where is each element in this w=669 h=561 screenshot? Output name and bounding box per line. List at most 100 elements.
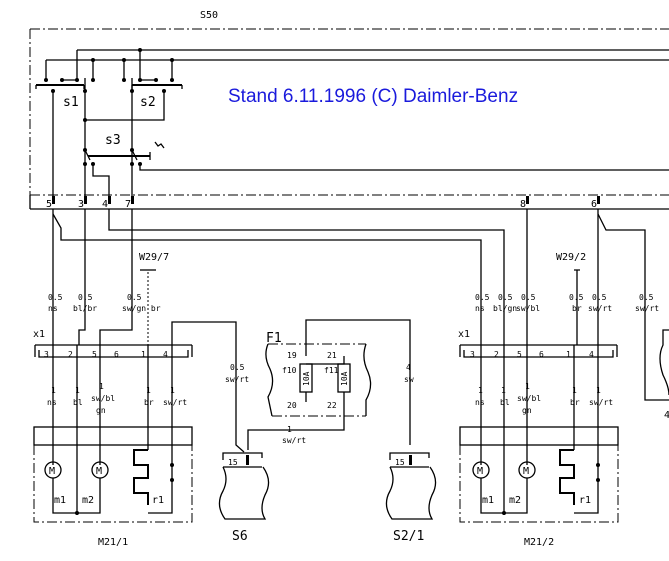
svg-text:1: 1 xyxy=(525,382,530,391)
svg-text:x1: x1 xyxy=(33,329,45,340)
switch-network xyxy=(35,48,669,200)
m21-1-label: M21/1 xyxy=(98,537,128,548)
svg-text:20: 20 xyxy=(287,401,297,410)
svg-text:4: 4 xyxy=(589,350,594,359)
motor-m2-symbol: M xyxy=(96,466,102,477)
svg-text:1: 1 xyxy=(478,386,483,395)
connector-x1-left: x1 3 2 5 6 1 4 xyxy=(33,329,193,359)
svg-text:1: 1 xyxy=(572,386,577,395)
m21-2-label: M21/2 xyxy=(524,537,554,548)
svg-text:1: 1 xyxy=(170,386,175,395)
svg-text:ns: ns xyxy=(475,398,485,407)
svg-text:sw/rt: sw/rt xyxy=(163,398,187,407)
svg-text:sw/rt: sw/rt xyxy=(589,398,613,407)
svg-text:6: 6 xyxy=(114,350,119,359)
left-wire-labels: 0.5 ns 0.5 bl/br 0.5 sw/gn br xyxy=(48,293,161,313)
svg-text:4: 4 xyxy=(406,363,411,372)
svg-text:S6: S6 xyxy=(232,529,248,544)
motor-wire-labels-right: 1 ns 1 bl 1 sw/bl gn 1 br 1 sw/rt xyxy=(475,382,613,415)
svg-text:br: br xyxy=(144,398,154,407)
svg-text:15: 15 xyxy=(395,458,405,467)
svg-text:2: 2 xyxy=(68,350,73,359)
svg-text:bl: bl xyxy=(500,398,510,407)
svg-text:21: 21 xyxy=(327,351,337,360)
svg-text:15: 15 xyxy=(228,458,238,467)
svg-text:m2: m2 xyxy=(509,495,521,506)
svg-text:10A: 10A xyxy=(302,371,311,386)
svg-text:gn: gn xyxy=(522,406,532,415)
switch-s2-1: 15 S2/1 xyxy=(385,452,437,544)
copyright-stamp: Stand 6.11.1996 (C) Daimler-Benz xyxy=(228,86,518,107)
svg-text:ns: ns xyxy=(47,398,57,407)
svg-text:sw/bl: sw/bl xyxy=(517,394,541,403)
svg-text:0.5: 0.5 xyxy=(592,293,607,302)
svg-text:ns: ns xyxy=(475,304,485,313)
svg-text:sw/rt: sw/rt xyxy=(282,436,306,445)
svg-text:f11: f11 xyxy=(324,366,339,375)
svg-text:1: 1 xyxy=(99,382,104,391)
w29-2-label: W29/2 xyxy=(556,252,586,263)
svg-text:4: 4 xyxy=(102,199,108,210)
svg-text:ns: ns xyxy=(48,304,58,313)
svg-text:sw/rt: sw/rt xyxy=(588,304,612,313)
svg-text:1: 1 xyxy=(501,386,506,395)
svg-text:m1: m1 xyxy=(54,495,66,506)
svg-text:6: 6 xyxy=(591,199,597,210)
svg-text:F1: F1 xyxy=(266,331,282,346)
svg-text:5: 5 xyxy=(46,199,52,210)
svg-text:M: M xyxy=(477,466,483,477)
motor-m1-symbol: M xyxy=(49,466,55,477)
harness-routing xyxy=(52,209,669,453)
svg-text:3: 3 xyxy=(44,350,49,359)
svg-text:1: 1 xyxy=(287,425,292,434)
switch-s2-label: s2 xyxy=(140,95,156,110)
svg-text:0.5: 0.5 xyxy=(127,293,142,302)
s50-boundary xyxy=(29,28,669,196)
svg-text:x1: x1 xyxy=(458,329,470,340)
svg-text:5: 5 xyxy=(517,350,522,359)
right-wire-labels: 0.5 ns 0.5 bl/gn 0.5 sw/bl 0.5 br 0.5 sw… xyxy=(475,293,659,313)
svg-text:sw/gn br: sw/gn br xyxy=(122,304,161,313)
connector-x1-right: x1 3 2 5 6 1 4 xyxy=(458,329,618,359)
switch-s3-label: s3 xyxy=(105,133,121,148)
svg-text:5: 5 xyxy=(92,350,97,359)
svg-text:1: 1 xyxy=(146,386,151,395)
svg-text:gn: gn xyxy=(96,406,106,415)
svg-text:7: 7 xyxy=(125,199,131,210)
svg-text:S2/1: S2/1 xyxy=(393,529,424,544)
svg-text:0.5: 0.5 xyxy=(569,293,584,302)
ignition-switch-s6: 15 S6 xyxy=(218,452,270,544)
s50-pins: 5 3 4 7 8 6 xyxy=(46,196,600,210)
svg-text:0.5: 0.5 xyxy=(48,293,63,302)
partial-component-right: 4 xyxy=(659,329,669,421)
svg-text:0.5: 0.5 xyxy=(230,363,245,372)
fuse-box-f1: F1 19 21 20 22 f10 f11 10A 10A 1 sw/rt xyxy=(247,319,411,450)
svg-text:bl: bl xyxy=(73,398,83,407)
svg-text:r1: r1 xyxy=(152,495,164,506)
svg-text:sw/bl: sw/bl xyxy=(516,304,540,313)
svg-text:f10: f10 xyxy=(282,366,297,375)
svg-text:br: br xyxy=(572,304,582,313)
svg-text:10A: 10A xyxy=(340,371,349,386)
svg-text:m2: m2 xyxy=(82,495,94,506)
svg-text:br: br xyxy=(570,398,580,407)
svg-text:8: 8 xyxy=(520,199,526,210)
svg-text:sw/rt: sw/rt xyxy=(635,304,659,313)
svg-text:sw/rt: sw/rt xyxy=(225,375,249,384)
svg-text:0.5: 0.5 xyxy=(498,293,513,302)
svg-text:bl/br: bl/br xyxy=(73,304,97,313)
svg-text:sw/bl: sw/bl xyxy=(91,394,115,403)
svg-text:4: 4 xyxy=(664,410,669,421)
motor-m21-2 xyxy=(459,345,619,523)
svg-text:0.5: 0.5 xyxy=(521,293,536,302)
motor-m21-1 xyxy=(33,345,193,523)
svg-text:M: M xyxy=(523,466,529,477)
svg-text:3: 3 xyxy=(470,350,475,359)
svg-text:1: 1 xyxy=(596,386,601,395)
svg-text:1: 1 xyxy=(141,350,146,359)
svg-text:0.5: 0.5 xyxy=(78,293,93,302)
svg-text:1: 1 xyxy=(75,386,80,395)
svg-text:0.5: 0.5 xyxy=(639,293,654,302)
